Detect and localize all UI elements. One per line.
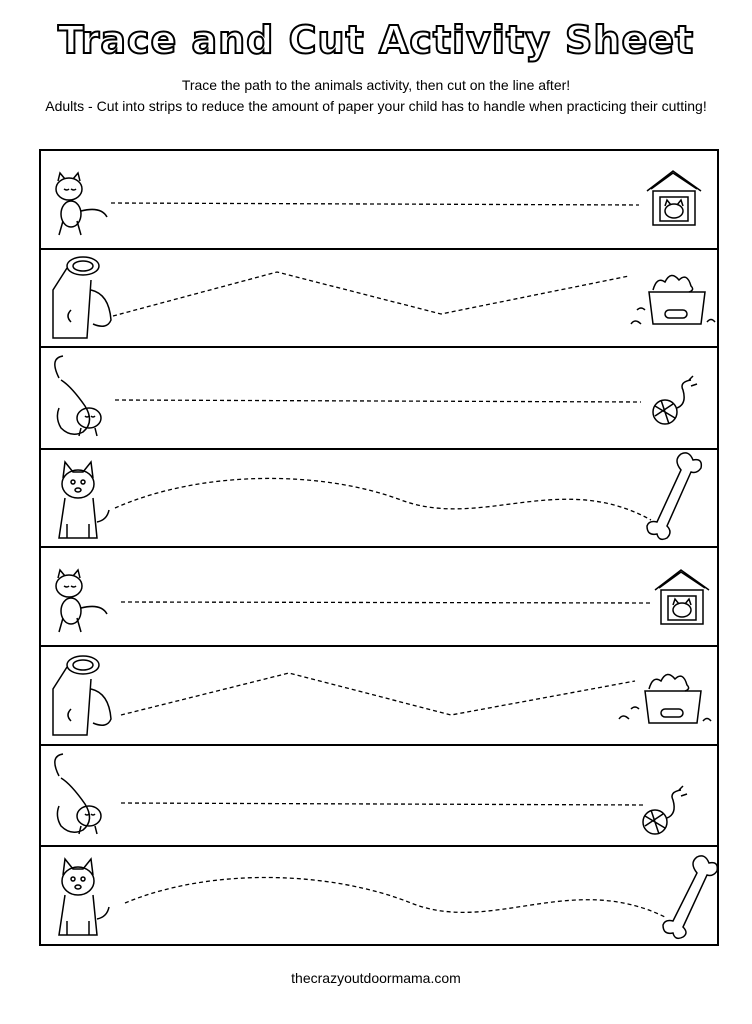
trace-path-7[interactable]	[120, 802, 646, 806]
strip-2	[41, 250, 717, 348]
trace-path-2[interactable]	[112, 271, 630, 317]
strip-8	[41, 847, 717, 944]
bone-icon	[646, 452, 703, 541]
cat-on-log-icon	[52, 256, 112, 339]
trace-path-4[interactable]	[114, 477, 652, 521]
trace-path-1[interactable]	[110, 202, 640, 206]
strip-4	[41, 450, 717, 548]
trace-path-6[interactable]	[120, 672, 636, 716]
trace-path-8[interactable]	[124, 876, 666, 918]
strip-3	[41, 348, 717, 450]
strip-container	[39, 149, 719, 946]
dog-sitting-icon	[58, 857, 110, 936]
cat-standing-icon	[55, 171, 108, 236]
instruction-line-1: Trace the path to the animals activity, …	[181, 77, 571, 93]
trace-path-5[interactable]	[120, 601, 652, 604]
yarn-ball-icon	[642, 785, 688, 835]
food-bowl-icon	[630, 274, 716, 325]
cat-standing-icon	[55, 568, 108, 633]
dog-sitting-icon	[58, 460, 110, 539]
instructions: Trace the path to the animals activity, …	[30, 75, 722, 117]
cat-house-icon	[646, 170, 702, 226]
food-bowl-icon	[618, 673, 712, 724]
cat-house-icon	[654, 569, 710, 625]
strip-6	[41, 647, 717, 746]
instruction-line-2: Adults - Cut into strips to reduce the a…	[45, 98, 707, 114]
cat-upside-down-icon	[54, 753, 102, 835]
cat-upside-down-icon	[54, 355, 102, 437]
trace-path-3[interactable]	[114, 399, 642, 403]
footer-site: thecrazyoutdoormama.com	[291, 970, 461, 986]
page-title: Trace and Cut Activity Sheet	[57, 17, 695, 63]
strip-1	[41, 151, 717, 250]
yarn-ball-icon	[652, 375, 698, 425]
strip-7	[41, 746, 717, 847]
cat-on-log-icon	[52, 655, 112, 736]
bone-icon	[662, 855, 717, 940]
strip-5	[41, 548, 717, 647]
